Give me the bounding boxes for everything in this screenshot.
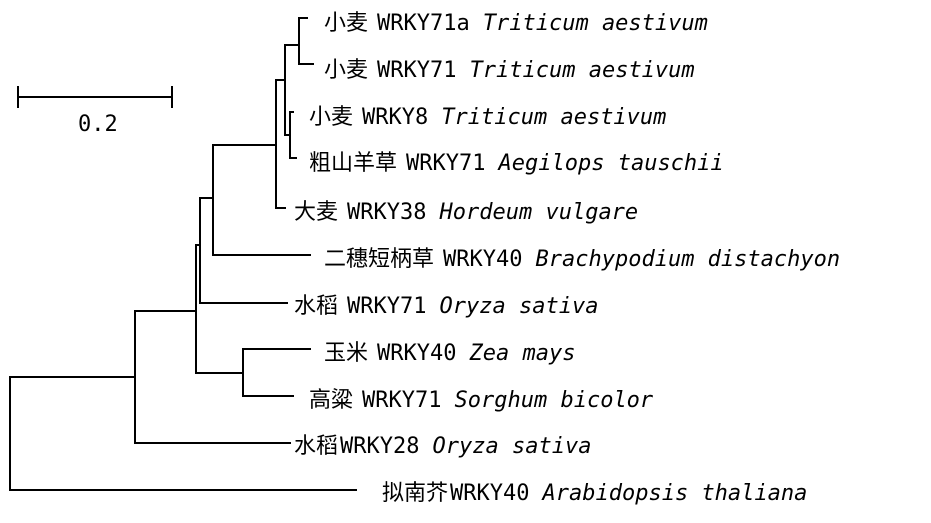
leaf-species: Oryza sativa <box>440 294 599 319</box>
leaf-name: 小麦 <box>324 11 368 36</box>
leaf-species: Oryza sativa <box>433 434 592 459</box>
leaf-species: Zea mays <box>469 341 576 366</box>
leaf-species: Sorghum bicolor <box>455 388 654 413</box>
leaf-name: 水稻 <box>294 434 338 459</box>
leaf-name: 粗山羊草 <box>309 151 397 176</box>
leaf-gene: WRKY71 <box>377 58 456 83</box>
leaf-gene: WRKY28 <box>340 434 419 459</box>
leaf-label: 大麦 WRKY38 Hordeum vulgare <box>294 200 638 225</box>
leaf-species: Brachypodium distachyon <box>536 247 841 272</box>
leaf-species: Hordeum vulgare <box>439 200 639 225</box>
leaf-species: Triticum aestivum <box>483 11 708 36</box>
leaf-name: 大麦 <box>294 200 338 225</box>
leaf-gene: WRKY40 <box>443 247 522 272</box>
leaf-label: 水稻 WRKY71 Oryza sativa <box>294 294 598 319</box>
leaf-label: 小麦 WRKY71a Triticum aestivum <box>324 11 708 36</box>
tree-branches <box>9 17 357 491</box>
leaf-gene: WRKY38 <box>347 200 426 225</box>
leaf-gene: WRKY40 <box>377 341 456 366</box>
leaf-name: 高粱 <box>309 388 353 413</box>
leaf-label: 粗山羊草 WRKY71 Aegilops tauschii <box>309 151 724 176</box>
leaf-gene: WRKY71 <box>347 294 426 319</box>
leaf-name: 拟南芥 <box>382 481 448 506</box>
leaf-species: Arabidopsis thaliana <box>541 481 808 506</box>
leaf-name: 二穗短柄草 <box>324 247 434 272</box>
leaf-species: Aegilops tauschii <box>497 151 724 176</box>
leaf-label: 二穗短柄草 WRKY40 Brachypodium distachyon <box>324 247 840 272</box>
leaf-name: 玉米 <box>324 341 368 366</box>
leaf-gene: WRKY40 <box>450 481 529 506</box>
leaf-label: 小麦 WRKY8 Triticum aestivum <box>309 105 666 130</box>
leaf-label: 水稻WRKY28 Oryza sativa <box>294 434 591 459</box>
leaf-gene: WRKY8 <box>362 105 428 130</box>
leaf-species: Triticum aestivum <box>441 105 666 130</box>
leaf-species: Triticum aestivum <box>470 58 695 83</box>
leaf-name: 小麦 <box>324 58 368 83</box>
leaf-name: 小麦 <box>309 105 353 130</box>
leaf-name: 水稻 <box>294 294 338 319</box>
scale-bar: 0.2 <box>17 86 173 137</box>
leaf-gene: WRKY71a <box>377 11 470 36</box>
leaf-label: 玉米 WRKY40 Zea mays <box>324 341 575 366</box>
scale-bar-label: 0.2 <box>78 112 118 137</box>
leaf-gene: WRKY71 <box>362 388 441 413</box>
leaf-label: 小麦 WRKY71 Triticum aestivum <box>324 58 695 83</box>
leaf-label: 拟南芥WRKY40 Arabidopsis thaliana <box>382 481 807 506</box>
leaf-label: 高粱 WRKY71 Sorghum bicolor <box>309 388 654 413</box>
leaf-gene: WRKY71 <box>406 151 485 176</box>
